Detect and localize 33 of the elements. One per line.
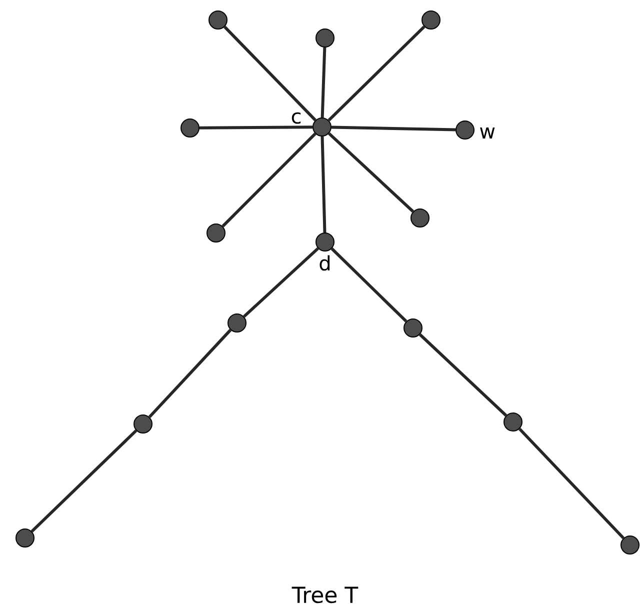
vertex-label: d bbox=[320, 255, 330, 271]
vertex-dot bbox=[134, 414, 152, 434]
tree-edge bbox=[200, 126, 313, 130]
vertex-dot bbox=[206, 224, 226, 242]
tree-edge bbox=[328, 26, 426, 122]
vertex-dot bbox=[180, 118, 200, 138]
tree-edge bbox=[320, 47, 326, 118]
vertex-dot bbox=[312, 118, 332, 136]
tree-edge bbox=[418, 333, 508, 417]
tree-edge bbox=[518, 428, 625, 540]
tree-edge bbox=[222, 132, 316, 228]
vertex-dot bbox=[422, 10, 440, 30]
vertex-label: w bbox=[480, 128, 495, 138]
vertex-dot bbox=[504, 412, 522, 432]
tree-edge bbox=[330, 248, 408, 322]
tree-edge bbox=[30, 430, 138, 532]
vertex-dot bbox=[316, 232, 334, 252]
vertex-dot bbox=[410, 208, 430, 228]
tree-edge bbox=[320, 136, 326, 233]
caption: Tree T bbox=[292, 586, 358, 604]
vertex-dot bbox=[228, 314, 246, 332]
tree-edge bbox=[328, 132, 414, 213]
tree-edge bbox=[242, 247, 320, 318]
vertex-dot bbox=[316, 28, 334, 48]
vertex-dot bbox=[620, 536, 640, 554]
tree-edge bbox=[331, 126, 456, 132]
tree-edge bbox=[224, 26, 316, 122]
vertex-dot bbox=[404, 318, 422, 338]
vertex-label: c bbox=[292, 112, 301, 124]
vertex-dot bbox=[456, 120, 474, 140]
vertex-dot bbox=[208, 10, 228, 30]
tree-edge bbox=[148, 328, 232, 418]
vertex-dot bbox=[16, 528, 34, 548]
